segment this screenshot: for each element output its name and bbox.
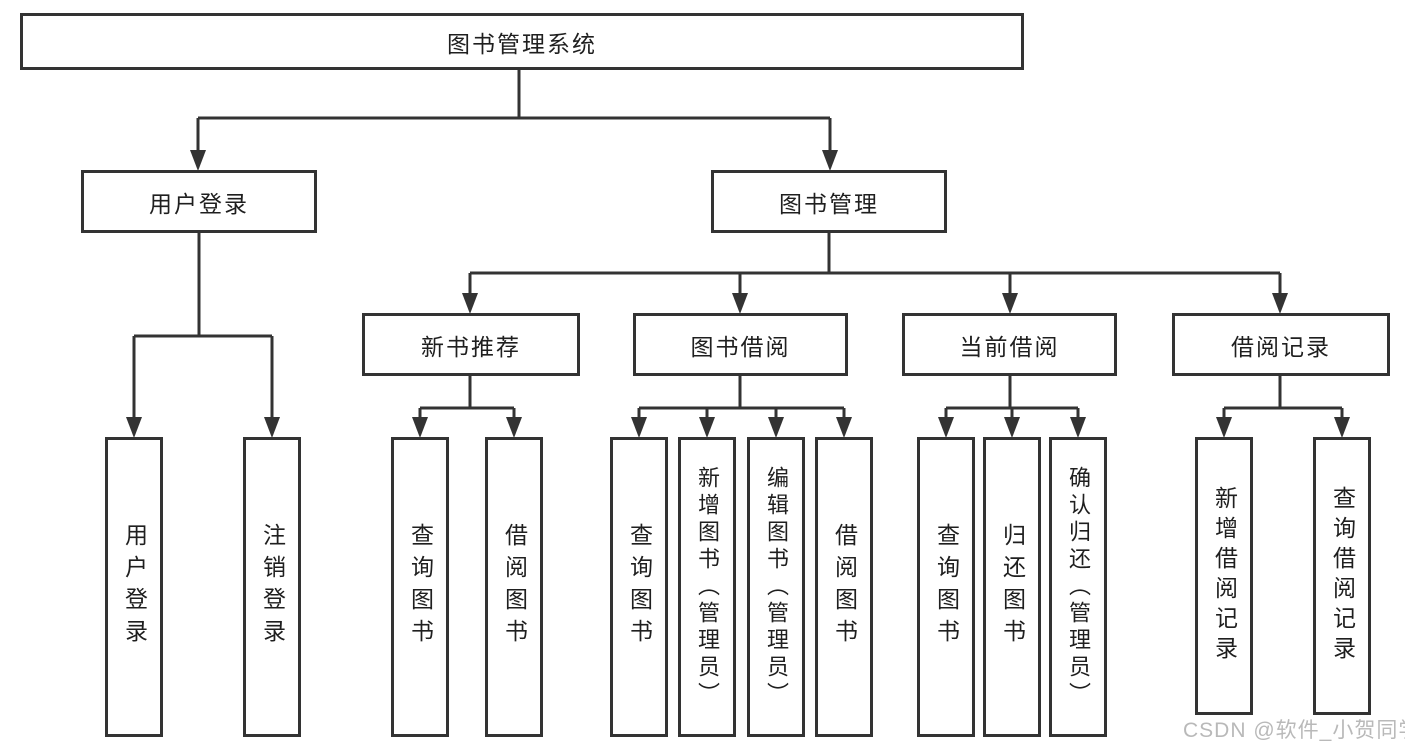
csdn-watermark: CSDN @软件_小贺同学 [1183,719,1405,742]
node-label: 编辑图书（管理员） [764,465,789,709]
node-label: 图书借阅 [690,333,791,360]
node-root-library-system: 图书管理系统 [20,13,1024,70]
arrowhead [1216,417,1232,438]
arrowhead [1004,417,1020,438]
node-book-management: 图书管理 [711,170,947,233]
leaf-records-query-record: 查询借阅记录 [1313,437,1371,715]
node-label: 查询图书 [407,523,434,651]
node-borrow-records: 借阅记录 [1172,313,1390,376]
leaf-current-query-books: 查询图书 [917,437,975,737]
arrowhead [1002,293,1018,314]
leaf-logout: 注销登录 [243,437,301,737]
node-label: 用户登录 [121,523,148,651]
node-label: 图书管理 [779,190,879,217]
node-label: 借阅图书 [831,523,858,651]
connector-current-to-leaves [944,374,1080,418]
arrowhead [938,417,954,438]
leaf-newbook-query-books: 查询图书 [391,437,449,737]
arrowhead [768,417,784,438]
leaf-user-login: 用户登录 [105,437,163,737]
node-book-borrow: 图书借阅 [633,313,848,376]
arrowhead [836,417,852,438]
arrowhead [1070,417,1086,438]
arrowhead [732,293,748,314]
leaf-borrow-add-books-admin: 新增图书（管理员） [678,437,736,737]
arrowhead [190,150,206,171]
leaf-newbook-borrow-books: 借阅图书 [485,437,543,737]
node-label: 查询图书 [626,523,653,651]
connector-root-to-level2 [196,68,832,151]
leaf-borrow-query-books: 查询图书 [610,437,668,737]
node-label: 归还图书 [999,523,1026,651]
connector-records-to-leaves [1222,374,1344,418]
arrowhead [822,150,838,171]
node-label: 用户登录 [149,190,249,217]
leaf-borrow-edit-books-admin: 编辑图书（管理员） [747,437,805,737]
arrowhead [126,417,142,438]
node-label: 查询图书 [933,523,960,651]
arrowhead [1272,293,1288,314]
node-label: 新增图书（管理员） [695,465,720,709]
leaf-borrow-borrow-books: 借阅图书 [815,437,873,737]
arrowhead [506,417,522,438]
connector-newbook-to-leaves [418,374,516,418]
node-label: 借阅图书 [501,523,528,651]
arrowhead [631,417,647,438]
node-label: 借阅记录 [1231,333,1331,360]
node-label: 确认归还（管理员） [1066,465,1091,709]
node-label: 注销登录 [259,523,286,651]
connector-borrow-to-leaves [637,374,846,418]
node-label: 新书推荐 [421,333,521,360]
arrowhead [699,417,715,438]
arrowhead [264,417,280,438]
arrowhead [412,417,428,438]
node-current-borrow: 当前借阅 [902,313,1117,376]
node-label: 图书管理系统 [447,30,597,57]
node-new-book-recommend: 新书推荐 [362,313,580,376]
node-label: 新增借阅记录 [1211,486,1238,666]
leaf-current-return-books: 归还图书 [983,437,1041,737]
connector-bookmgmt-to-level3 [468,231,1282,294]
leaf-current-confirm-return-admin: 确认归还（管理员） [1049,437,1107,737]
node-user-login: 用户登录 [81,170,317,233]
leaf-records-add-record: 新增借阅记录 [1195,437,1253,715]
arrowhead [1334,417,1350,438]
arrowhead [462,293,478,314]
node-label: 查询借阅记录 [1329,486,1356,666]
node-label: 当前借阅 [959,333,1060,360]
connector-userlogin-to-leaves [132,231,274,418]
